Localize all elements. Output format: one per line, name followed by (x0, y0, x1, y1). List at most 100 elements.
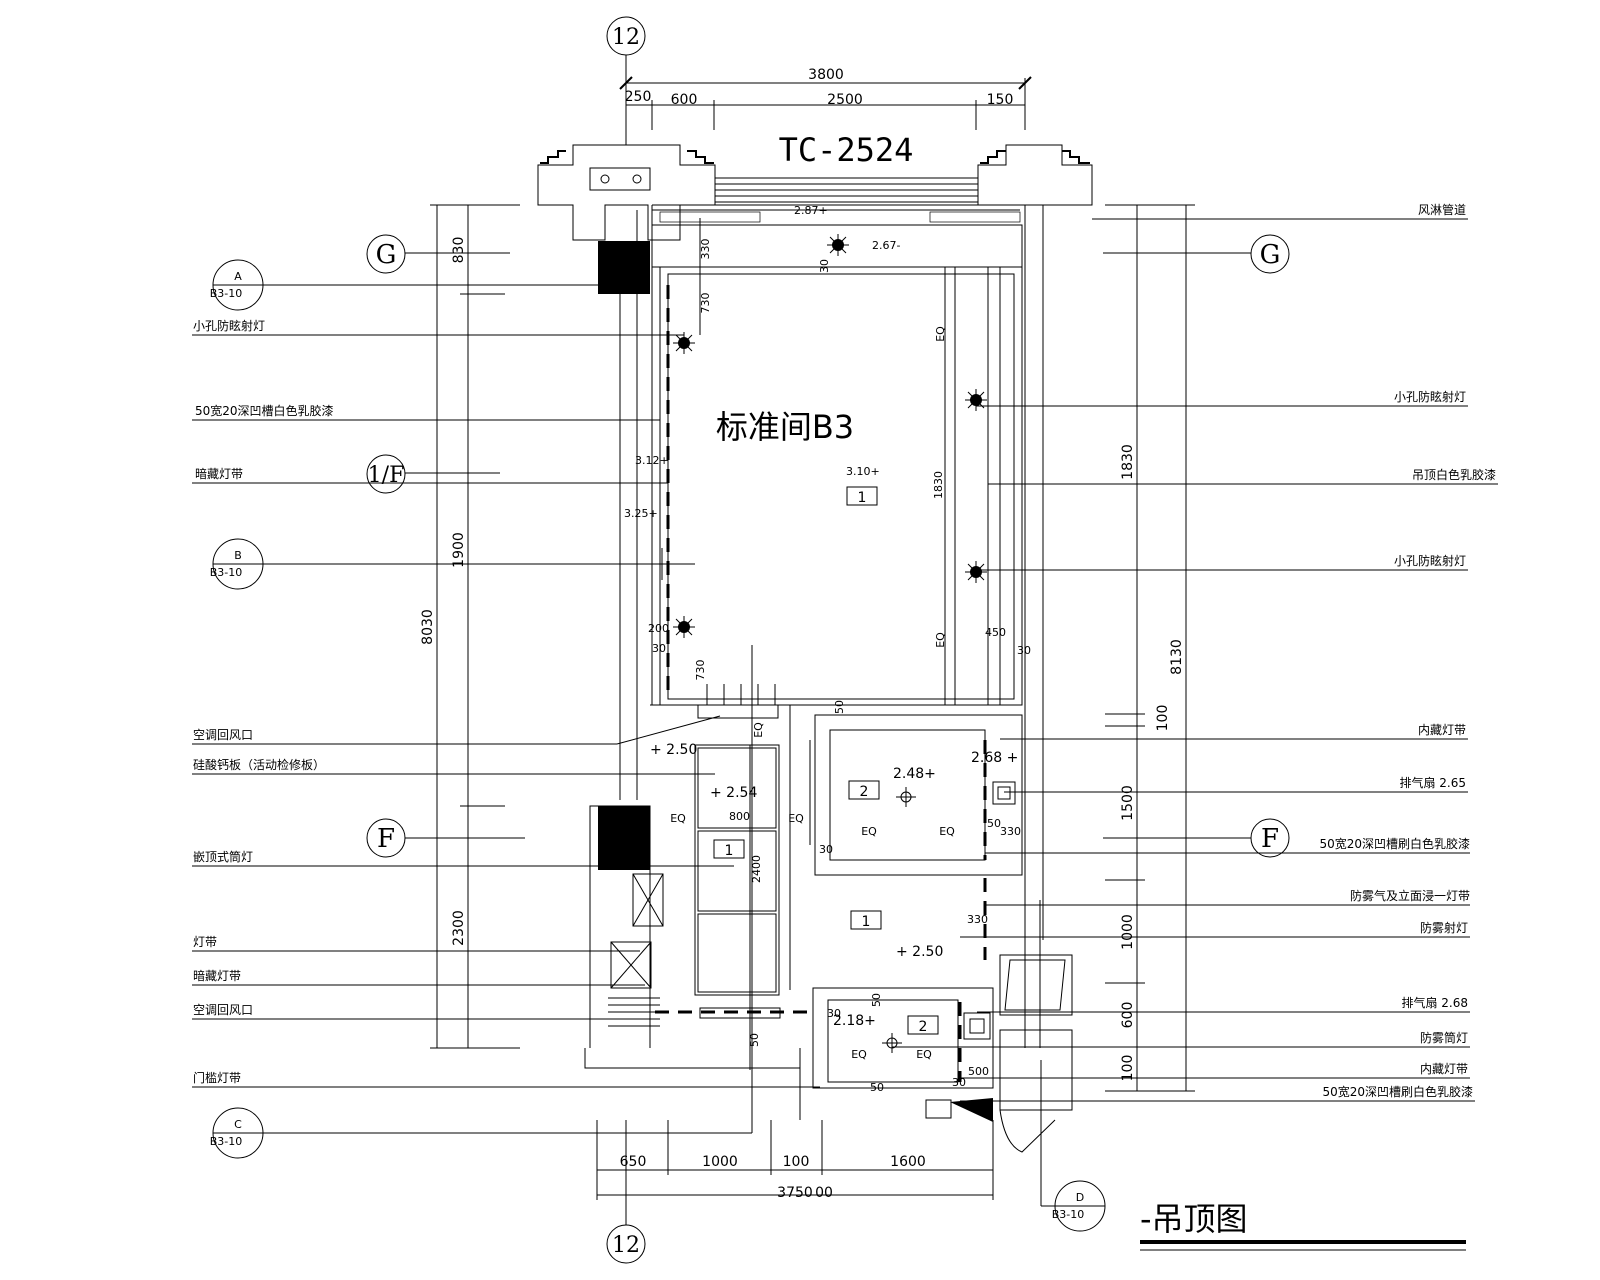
section-mark-b: B B3-10 (210, 538, 695, 590)
label-eq: EQ (752, 722, 765, 738)
section-mark-c: C B3-10 (210, 645, 753, 1159)
right-callout-5: 内藏灯带 (1000, 723, 1468, 740)
dim-bottom-total: 3750 (777, 1185, 813, 1201)
label-elevations-e267: 2.67- (872, 239, 900, 252)
drawing-title: -吊顶图 (1140, 1200, 1248, 1238)
dim-right-a: 1830 (1120, 444, 1136, 480)
grid-axis-1f: 1/F (366, 454, 500, 494)
grid-label-g-left: G (376, 240, 397, 270)
label-elevations-e218: 2.18+ (833, 1013, 876, 1029)
label-left_callouts-5: 嵌顶式筒灯 (193, 849, 253, 864)
dim-right-f: 100 (1120, 1055, 1136, 1082)
service-shaft (584, 805, 801, 1095)
right-callout-8: 防雾气及立面浸一灯带 (985, 888, 1470, 906)
label-elevations-e310: 3.10+ (846, 465, 880, 478)
label-eq: EQ (788, 812, 804, 825)
right-callout-9: 防雾射灯 (960, 920, 1470, 938)
ac-return-vent (697, 684, 779, 719)
dim-left-a: 830 (451, 237, 467, 264)
section-mark-d: D B3-10 (1040, 1060, 1106, 1232)
label-left_callouts-2: 暗藏灯带 (195, 466, 243, 481)
ceiling-tag-4: 1 (862, 914, 871, 930)
eq-markers: EQ EQ EQ EQ EQ EQ EQ EQ EQ (670, 326, 955, 1061)
label-elevations-e268: 2.68 + (971, 750, 1018, 766)
window-code: TC-2524 (779, 131, 914, 169)
left-callout-6: 嵌顶式筒灯 (192, 849, 734, 867)
section-sheet-b: B3-10 (210, 566, 243, 579)
label-inner_dims-d30f: 30 (952, 1076, 966, 1089)
label-right_callouts-1: 小孔防眩射灯 (1394, 389, 1466, 404)
left-callout-9: 空调回风口 (192, 1003, 660, 1020)
label-inner_dims-d2400: 2400 (750, 855, 763, 883)
section-letter-a: A (234, 270, 242, 283)
label-left_callouts-1: 50宽20深凹槽白色乳胶漆 (195, 403, 334, 418)
right-callout-10: 排气扇 2.68 (977, 995, 1470, 1013)
right-callout-12: 内藏灯带 (960, 1062, 1470, 1079)
dim-left-total: 8030 (420, 609, 436, 645)
dim-right-e: 600 (1120, 1002, 1136, 1029)
left-callout-10: 门槛灯带 (192, 1070, 820, 1088)
left-callout-1: 小孔防眩射灯 (192, 318, 684, 336)
label-inner_dims-d500: 500 (968, 1065, 989, 1078)
label-elevations-e248: 2.48+ (893, 766, 936, 782)
dim-left-b: 1900 (451, 532, 467, 568)
grid-label-g-right: G (1260, 240, 1281, 270)
label-inner_dims-d50c: 50 (870, 993, 883, 1007)
grid-axis-f-right: F (1103, 818, 1290, 858)
dim-left-c: 2300 (451, 910, 467, 946)
label-right_callouts-3: 小孔防眩射灯 (1394, 553, 1466, 568)
grid-label-12-top: 12 (612, 25, 640, 50)
label-left_callouts-4: 硅酸钙板（活动检修板） (193, 757, 325, 772)
room-title: 标准间B3 (716, 408, 854, 446)
dim-top-d: 150 (987, 92, 1014, 108)
label-inner_dims-d50a: 50 (833, 700, 846, 714)
label-right_callouts-5: 排气扇 2.65 (1399, 775, 1466, 790)
grid-label-f-right: F (1261, 824, 1279, 854)
left-callout-5: 硅酸钙板（活动检修板） (192, 757, 715, 775)
dim-top-a: 250 (625, 89, 652, 105)
label-right_callouts-0: 风淋管道 (1418, 202, 1466, 217)
ceiling-tag-2: 1 (725, 843, 734, 859)
label-inner_dims-d50d: 50 (748, 1033, 761, 1047)
label-right_callouts-6: 50宽20深凹槽刷白色乳胶漆 (1319, 836, 1470, 851)
label-left_callouts-7: 暗藏灯带 (193, 968, 241, 983)
label-inner_dims-d730a: 730 (699, 293, 712, 314)
label-elevations-e325: 3.25+ (624, 507, 658, 520)
dim-bottom-suffix: 00 (815, 1185, 833, 1201)
right-callout-3: 吊顶白色乳胶漆 (988, 467, 1498, 485)
section-letter-b: B (234, 549, 242, 562)
label-right_callouts-2: 吊顶白色乳胶漆 (1412, 467, 1496, 482)
section-letter-d: D (1076, 1191, 1084, 1204)
right-callout-4: 小孔防眩射灯 (976, 553, 1468, 571)
label-inner_dims-d450: 450 (985, 626, 1006, 639)
left-callouts: 小孔防眩射灯 50宽20深凹槽白色乳胶漆 暗藏灯带 空调回风口 硅酸钙板（活动检… (192, 318, 820, 1088)
label-inner_dims-d730b: 730 (694, 660, 707, 681)
dim-top-total: 3800 (808, 67, 844, 83)
label-eq: EQ (851, 1048, 867, 1061)
closet-panels (694, 744, 780, 1070)
grid-axis-12-bottom: 12 (606, 1120, 646, 1264)
section-letter-c: C (234, 1118, 242, 1131)
grid-axis-g-left: G (366, 234, 510, 274)
label-left_callouts-3: 空调回风口 (193, 728, 253, 742)
dim-right-total: 8130 (1169, 639, 1185, 675)
section-sheet-d: B3-10 (1052, 1208, 1085, 1221)
left-callout-8: 暗藏灯带 (192, 968, 645, 986)
label-left_callouts-8: 空调回风口 (193, 1003, 253, 1017)
elevation-marks: 2.87+ 2.67- 3.12+ 3.25+ 3.10+ + 2.50 + 2… (624, 204, 1018, 1029)
label-left_callouts-9: 门槛灯带 (193, 1070, 241, 1085)
label-inner_dims-d30a: 30 (818, 259, 831, 273)
section-mark-a: A B3-10 (210, 259, 640, 311)
right-callout-1: 风淋管道 (1092, 202, 1468, 220)
label-elevations-e254: + 2.54 (710, 785, 757, 801)
dim-top-b: 600 (671, 92, 698, 108)
right-callout-2: 小孔防眩射灯 (976, 389, 1468, 407)
bedroom-ceiling (619, 204, 1026, 800)
label-inner_dims-d1830: 1830 (932, 471, 945, 499)
label-eq: EQ (939, 825, 955, 838)
grid-label-12-bottom: 12 (612, 1233, 640, 1258)
inner-dimensions: 330 730 30 200 30 730 1830 450 30 800 24… (648, 239, 1031, 1095)
ceiling-tag-5: 2 (919, 1019, 928, 1035)
label-inner_dims-d50e: 50 (870, 1081, 884, 1094)
